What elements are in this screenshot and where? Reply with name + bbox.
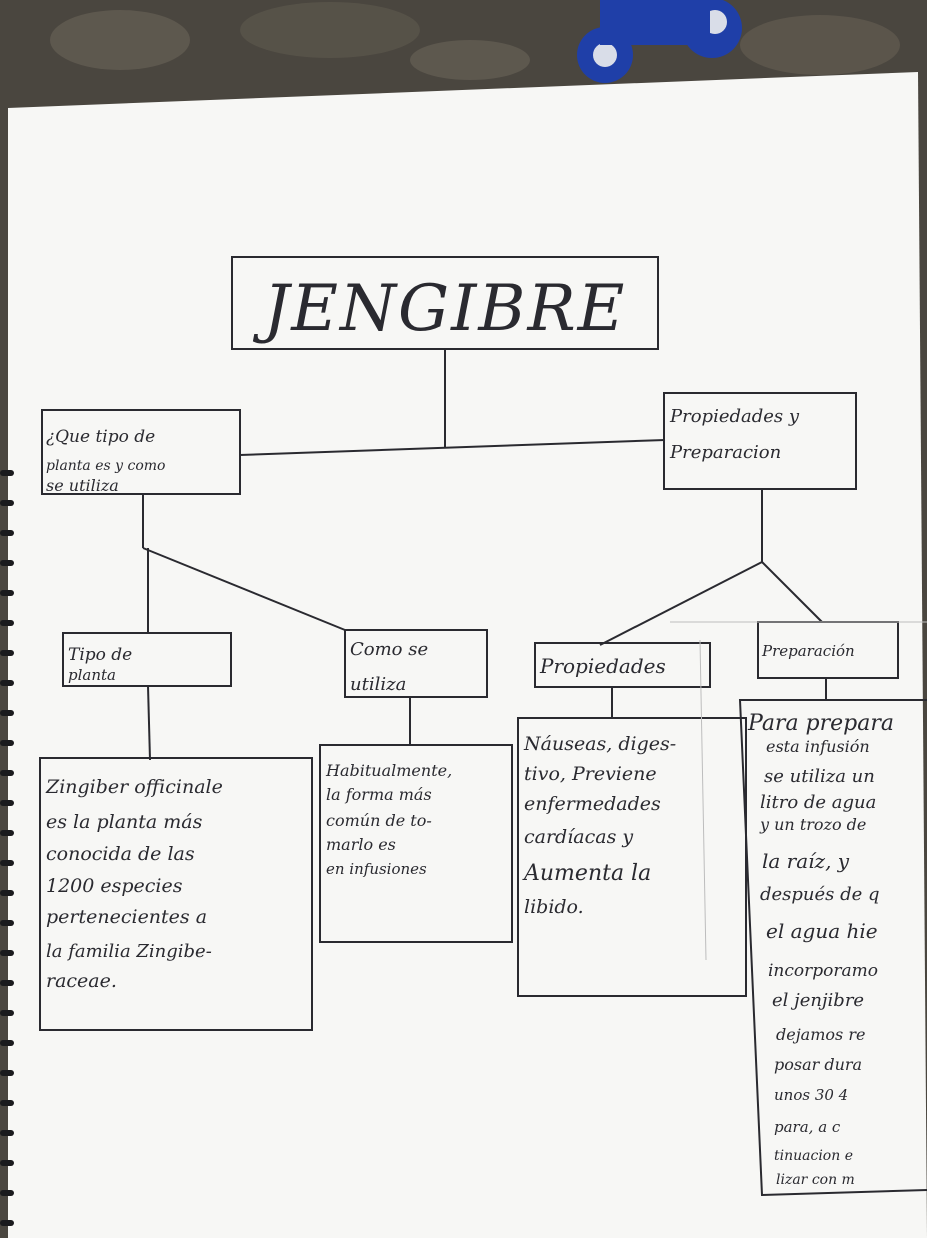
svg-text:para, a c: para, a c <box>774 1118 841 1136</box>
svg-text:¿Que tipo de: ¿Que tipo de <box>46 427 155 447</box>
paper-sheet <box>8 72 927 1238</box>
tipo-body-box <box>39 757 313 1031</box>
svg-text:Propiedades y: Propiedades y <box>669 406 800 427</box>
connector-tipo-body <box>147 685 151 761</box>
svg-text:litro de agua: litro de agua <box>760 792 876 813</box>
connector-horizontal <box>239 439 666 456</box>
svg-text:planta: planta <box>68 666 116 684</box>
svg-text:Como se: Como se <box>350 639 428 660</box>
propiedades-heading-text: Propiedades <box>539 654 666 678</box>
spiral-binding <box>0 470 14 1226</box>
svg-text:la raíz, y: la raíz, y <box>762 849 850 873</box>
svg-text:Habitualmente,: Habitualmente, <box>325 761 452 780</box>
tipo-heading-text: Tipo de planta <box>68 645 132 684</box>
svg-text:Preparacion: Preparacion <box>669 442 781 463</box>
svg-text:lizar con m: lizar con m <box>776 1172 855 1188</box>
svg-text:el jenjibre: el jenjibre <box>772 990 864 1011</box>
pencil-guides <box>670 621 927 961</box>
right-branch-text: Propiedades y Preparacion <box>669 406 800 463</box>
svg-text:tinuacion e: tinuacion e <box>774 1148 853 1164</box>
svg-text:pertenecientes a: pertenecientes a <box>46 906 207 928</box>
page-title: JENGIBRE <box>253 272 627 346</box>
left-branch-box <box>41 409 241 495</box>
svg-text:raceae.: raceae. <box>46 970 117 992</box>
svg-text:posar dura: posar dura <box>774 1055 862 1074</box>
preparacion-body-text: Para prepara esta infusión se utiliza un… <box>747 711 894 1188</box>
svg-text:marlo es: marlo es <box>326 835 396 854</box>
connector-right-fork-a <box>599 561 763 646</box>
svg-text:libido.: libido. <box>524 896 584 918</box>
svg-text:Para prepara: Para prepara <box>747 711 894 736</box>
propiedades-heading-box <box>534 642 711 688</box>
svg-text:común de to-: común de to- <box>326 811 432 830</box>
svg-text:en infusiones: en infusiones <box>326 860 427 878</box>
svg-text:tivo, Previene: tivo, Previene <box>524 763 657 785</box>
svg-text:se utiliza un: se utiliza un <box>764 766 875 787</box>
svg-text:después de q: después de q <box>760 884 880 905</box>
svg-text:el agua hie: el agua hie <box>766 919 878 943</box>
como-heading-box <box>344 629 488 698</box>
tipo-body-text: Zingiber officinale es la planta más con… <box>45 776 223 992</box>
tipo-heading-box <box>62 632 232 687</box>
svg-text:esta infusión: esta infusión <box>766 737 870 756</box>
svg-text:unos 30 4: unos 30 4 <box>774 1086 848 1104</box>
svg-text:es la planta más: es la planta más <box>46 811 203 833</box>
svg-text:planta es y como: planta es y como <box>46 458 165 474</box>
svg-text:enfermedades: enfermedades <box>524 793 661 815</box>
como-heading-text: Como se utiliza <box>350 639 428 695</box>
preparacion-heading-text: Preparación <box>761 642 855 660</box>
svg-text:la familia Zingibe-: la familia Zingibe- <box>46 941 212 962</box>
preparacion-body-box <box>738 699 927 1197</box>
svg-text:se utiliza: se utiliza <box>46 476 119 495</box>
svg-text:y un trozo de: y un trozo de <box>759 815 866 834</box>
svg-text:la forma más: la forma más <box>326 785 432 804</box>
right-branch-box <box>663 392 857 490</box>
como-body-box <box>319 744 513 943</box>
svg-text:cardíacas y: cardíacas y <box>524 826 633 848</box>
svg-text:Zingiber officinale: Zingiber officinale <box>45 776 223 798</box>
connector-left-fork <box>142 547 346 631</box>
svg-text:dejamos re: dejamos re <box>776 1025 865 1044</box>
svg-text:Aumenta la: Aumenta la <box>522 861 651 886</box>
connector-right-fork-b <box>761 561 823 623</box>
svg-text:conocida de las: conocida de las <box>46 843 195 865</box>
propiedades-body-text: Náuseas, diges- tivo, Previene enfermeda… <box>522 733 676 918</box>
svg-text:incorporamo: incorporamo <box>768 961 878 981</box>
svg-text:1200 especies: 1200 especies <box>46 875 183 897</box>
left-branch-text: ¿Que tipo de planta es y como se utiliza <box>46 427 165 495</box>
svg-text:Tipo de: Tipo de <box>68 645 132 665</box>
como-body-text: Habitualmente, la forma más común de to-… <box>325 761 452 878</box>
svg-text:Náuseas, diges-: Náuseas, diges- <box>523 733 676 755</box>
svg-text:utiliza: utiliza <box>350 674 406 695</box>
blue-clip-icon <box>577 0 742 83</box>
